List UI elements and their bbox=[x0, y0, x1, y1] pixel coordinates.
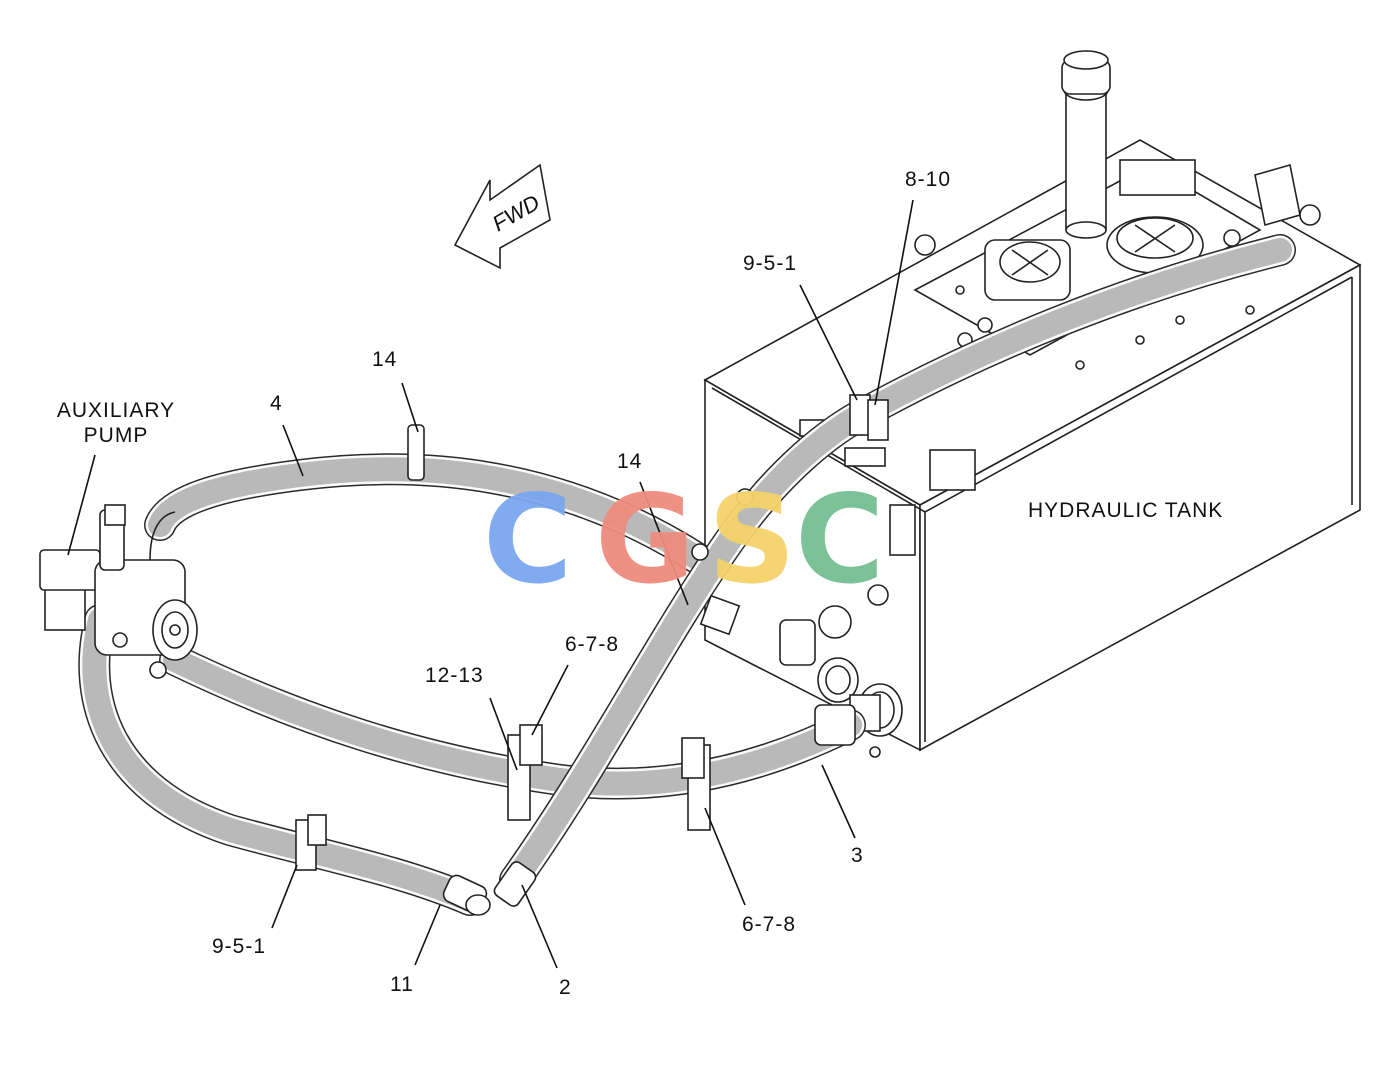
callout-9-5-1-bottom: 9-5-1 bbox=[212, 935, 267, 958]
auxiliary-pump-label-line2: PUMP bbox=[83, 424, 149, 447]
callout-8-10: 8-10 bbox=[905, 168, 952, 191]
cgsc-watermark: C G S C bbox=[483, 469, 885, 611]
callout-11: 11 bbox=[390, 973, 414, 996]
callout-4: 4 bbox=[270, 392, 283, 415]
leader-lines bbox=[67, 199, 914, 969]
watermark-letter-c1: C bbox=[483, 469, 573, 611]
callout-3: 3 bbox=[851, 844, 864, 867]
callout-6-7-8-bottom: 6-7-8 bbox=[742, 913, 797, 936]
callout-6-7-8-top: 6-7-8 bbox=[565, 633, 620, 656]
callout-9-5-1-top: 9-5-1 bbox=[743, 252, 798, 275]
callout-2: 2 bbox=[559, 976, 572, 999]
hoses bbox=[78, 234, 1296, 916]
hose-4 bbox=[144, 453, 716, 576]
watermark-letter-g: G bbox=[595, 469, 695, 611]
auxiliary-pump bbox=[39, 504, 198, 679]
hose-2 bbox=[499, 234, 1296, 896]
hose-11 bbox=[78, 604, 486, 916]
hose-3 bbox=[159, 644, 866, 800]
callout-12-13: 12-13 bbox=[425, 664, 484, 687]
watermark-letter-s: S bbox=[708, 469, 796, 611]
clamps bbox=[295, 394, 889, 871]
auxiliary-pump-label-line1: AUXILIARY bbox=[56, 399, 176, 422]
fwd-arrow: FWD bbox=[453, 163, 551, 270]
watermark-letter-c2: C bbox=[795, 469, 885, 611]
hydraulic-tank-label: HYDRAULIC TANK bbox=[1028, 499, 1224, 522]
callout-14-top: 14 bbox=[372, 348, 398, 371]
callout-14-mid: 14 bbox=[617, 450, 643, 473]
hydraulic-tank bbox=[703, 50, 1362, 758]
